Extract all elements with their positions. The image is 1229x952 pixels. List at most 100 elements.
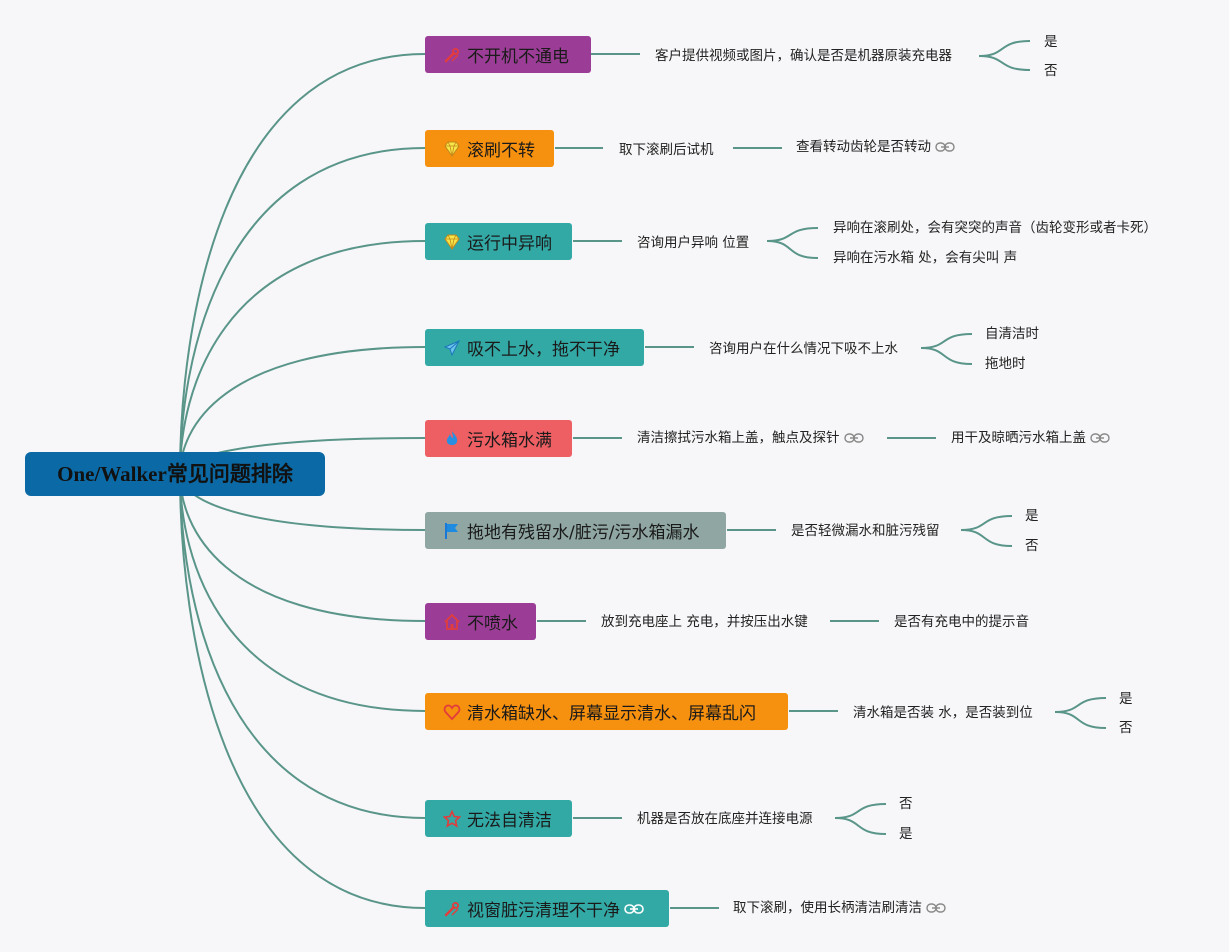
node-label: 否 (899, 796, 913, 812)
edge-root-topic (179, 473, 426, 909)
node-no[interactable]: 否 (1025, 536, 1039, 556)
edge-fork (978, 55, 1031, 71)
home-icon (441, 612, 463, 632)
node-ask-suction[interactable]: 咨询用户在什么情况下吸不上水 (709, 339, 898, 359)
node-wipe-cover[interactable]: 清洁擦拭污水箱上盖，触点及探针 (637, 428, 864, 448)
node-label: 取下滚刷，使用长柄清洁刷清洁 (733, 900, 922, 916)
edge-fork (920, 347, 973, 365)
node-charge-press[interactable]: 放到充电座上 充电，并按压出水键 (601, 612, 808, 632)
node-tank-installed[interactable]: 清水箱是否装 水，是否装到位 (853, 703, 1033, 723)
node-label: 咨询用户在什么情况下吸不上水 (709, 341, 898, 357)
node-yes[interactable]: 是 (1119, 689, 1133, 709)
edge-fork (834, 817, 887, 835)
root-topic[interactable]: One/Walker常见问题排除 (25, 452, 325, 496)
node-label: 是 (899, 826, 913, 842)
node-label: 是否轻微漏水和脏污残留 (791, 523, 940, 539)
node-noise-tank[interactable]: 异响在污水箱 处，会有尖叫 声 (833, 248, 1017, 268)
node-label: 用干及晾晒污水箱上盖 (951, 430, 1086, 446)
link-icon[interactable] (624, 903, 644, 915)
link-icon[interactable] (926, 902, 946, 914)
node-yes[interactable]: 是 (1044, 32, 1058, 52)
topic-abnormal-noise[interactable]: 运行中异响 (425, 223, 572, 260)
edge-fork (960, 515, 1013, 531)
node-label: 是 (1044, 34, 1058, 50)
topic-label: 不喷水 (467, 614, 518, 634)
node-remove-brush-test[interactable]: 取下滚刷后试机 (619, 140, 714, 160)
node-confirm-charger[interactable]: 客户提供视频或图片，确认是否是机器原装充电器 (655, 46, 952, 66)
edge-fork (1054, 711, 1107, 729)
edge-fork (766, 240, 819, 259)
node-noise-brush[interactable]: 异响在滚刷处，会有突突的声音（齿轮变形或者卡死） (833, 218, 1157, 238)
edge-root-topic (179, 473, 426, 712)
topic-label: 滚刷不转 (467, 141, 535, 161)
node-label: 自清洁时 (985, 326, 1039, 342)
diamond-icon (441, 139, 463, 159)
node-label: 否 (1044, 63, 1058, 79)
topic-label: 吸不上水，拖不干净 (467, 340, 620, 360)
node-label: 异响在滚刷处，会有突突的声音（齿轮变形或者卡死） (833, 220, 1157, 236)
edge-fork (766, 227, 819, 242)
flame-icon (441, 429, 463, 449)
node-label: 是 (1119, 691, 1133, 707)
topic-window-dirty[interactable]: 视窗脏污清理不干净 (425, 890, 669, 927)
node-label: 是 (1025, 508, 1039, 524)
node-label: 查看转动齿轮是否转动 (796, 139, 931, 155)
node-no[interactable]: 否 (1044, 61, 1058, 81)
node-label: 客户提供视频或图片，确认是否是机器原装充电器 (655, 48, 952, 64)
node-ask-noise-location[interactable]: 咨询用户异响 位置 (637, 233, 749, 253)
edge-fork (920, 333, 973, 349)
node-dry-cover[interactable]: 用干及晾晒污水箱上盖 (951, 428, 1110, 448)
wrench-icon (441, 899, 463, 919)
topic-no-self-clean[interactable]: 无法自清洁 (425, 800, 572, 837)
topic-label: 不开机不通电 (467, 47, 569, 67)
node-label: 机器是否放在底座并连接电源 (637, 811, 813, 827)
node-label: 清水箱是否装 水，是否装到位 (853, 705, 1033, 721)
node-label: 否 (1119, 720, 1133, 736)
node-no[interactable]: 否 (899, 794, 913, 814)
node-label: 咨询用户异响 位置 (637, 235, 750, 251)
edge-root-topic (179, 473, 426, 622)
edge-fork (960, 529, 1013, 547)
topic-label: 运行中异响 (467, 234, 552, 254)
node-label: 异响在污水箱 处，会有尖叫 声 (833, 250, 1018, 266)
wrench-icon (441, 45, 463, 65)
node-label: 取下滚刷后试机 (619, 142, 714, 158)
topic-no-spray[interactable]: 不喷水 (425, 603, 536, 640)
node-yes[interactable]: 是 (899, 824, 913, 844)
node-no[interactable]: 否 (1119, 718, 1133, 738)
topic-no-suction[interactable]: 吸不上水，拖不干净 (425, 329, 644, 366)
node-label: 放到充电座上 充电，并按压出水键 (601, 614, 808, 630)
edge-root-topic (179, 473, 426, 819)
edge-fork (978, 40, 1031, 57)
node-slight-leak[interactable]: 是否轻微漏水和脏污残留 (791, 521, 940, 541)
star-icon (441, 809, 463, 829)
edge-fork (1054, 697, 1107, 713)
edge-root-topic (179, 240, 426, 475)
topic-label: 视窗脏污清理不干净 (467, 901, 620, 921)
topic-label: 清水箱缺水、屏幕显示清水、屏幕乱闪 (467, 704, 756, 724)
paper-plane-icon (441, 338, 463, 358)
topic-label: 污水箱水满 (467, 431, 552, 451)
heart-icon (441, 702, 463, 722)
node-self-cleaning[interactable]: 自清洁时 (985, 324, 1039, 344)
node-label: 拖地时 (985, 356, 1026, 372)
flag-icon (441, 521, 463, 541)
node-yes[interactable]: 是 (1025, 506, 1039, 526)
topic-no-power[interactable]: 不开机不通电 (425, 36, 591, 73)
node-label: 清洁擦拭污水箱上盖，触点及探针 (637, 430, 840, 446)
topic-label: 拖地有残留水/脏污/污水箱漏水 (467, 523, 700, 543)
topic-clean-tank-low[interactable]: 清水箱缺水、屏幕显示清水、屏幕乱闪 (425, 693, 788, 730)
link-icon[interactable] (935, 141, 955, 153)
topic-brush-not-rotating[interactable]: 滚刷不转 (425, 130, 554, 167)
node-mopping[interactable]: 拖地时 (985, 354, 1026, 374)
topic-dirty-tank-full[interactable]: 污水箱水满 (425, 420, 572, 457)
link-icon[interactable] (843, 432, 864, 444)
node-brush-clean[interactable]: 取下滚刷，使用长柄清洁刷清洁 (733, 898, 946, 918)
node-charging-tone[interactable]: 是否有充电中的提示音 (894, 612, 1029, 632)
diamond-icon (441, 232, 463, 252)
link-icon[interactable] (1090, 432, 1110, 444)
edge-root-topic (179, 147, 426, 475)
node-on-base[interactable]: 机器是否放在底座并连接电源 (637, 809, 813, 829)
topic-residue-leak[interactable]: 拖地有残留水/脏污/污水箱漏水 (425, 512, 726, 549)
node-check-gear[interactable]: 查看转动齿轮是否转动 (796, 137, 955, 157)
